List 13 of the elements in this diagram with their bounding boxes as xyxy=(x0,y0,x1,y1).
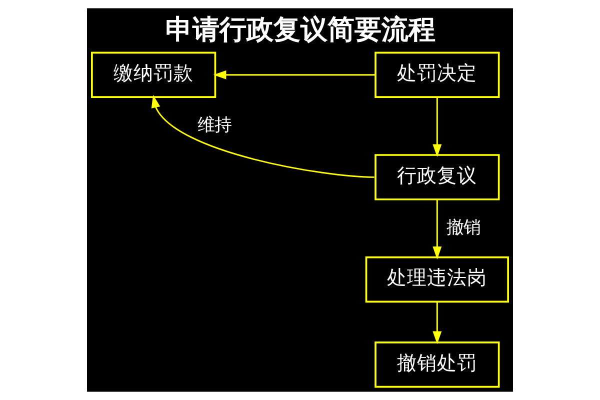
edge-label: 撤销 xyxy=(446,218,480,238)
node-box: 行政复议 xyxy=(374,154,500,200)
arrow xyxy=(432,97,442,158)
node-box: 撤销处罚 xyxy=(374,341,500,388)
arrow xyxy=(432,200,442,260)
node-box: 缴纳罚款 xyxy=(91,52,216,98)
edge-label: 维持 xyxy=(197,116,232,136)
arrow xyxy=(432,302,442,344)
arrow xyxy=(213,70,376,80)
diagram-title: 申请行政复议简要流程 xyxy=(166,14,436,46)
arrow xyxy=(151,94,374,178)
node-box: 处理违法岗 xyxy=(365,256,509,303)
node-box: 处罚决定 xyxy=(374,52,500,98)
